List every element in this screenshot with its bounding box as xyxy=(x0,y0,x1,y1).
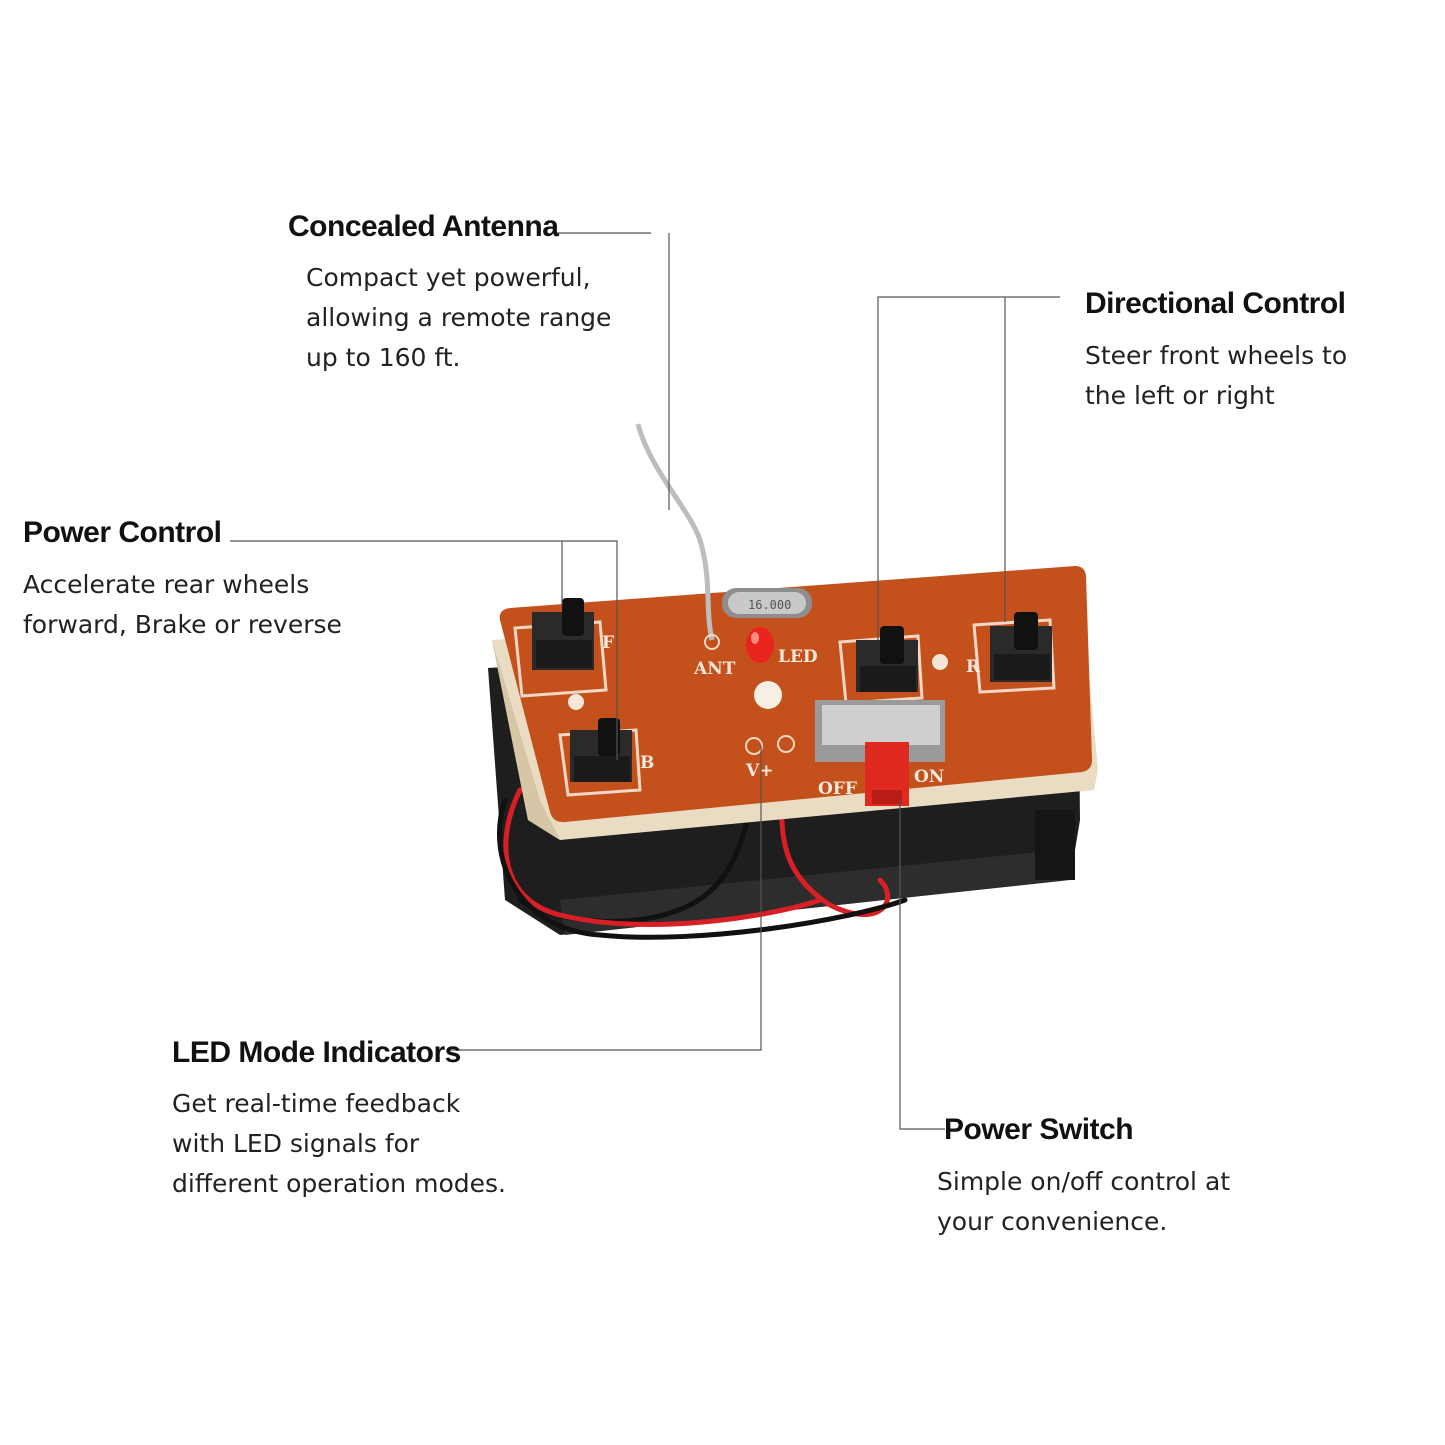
power-slide-switch xyxy=(815,700,945,806)
leader-power-control xyxy=(230,540,618,760)
push-button-r xyxy=(990,612,1052,682)
label-b: B xyxy=(640,753,654,773)
label-f: F xyxy=(602,633,614,653)
label-on: ON xyxy=(914,767,944,787)
antenna-title: Concealed Antenna xyxy=(288,210,559,243)
label-led: LED xyxy=(778,647,818,667)
mount-hole xyxy=(754,681,782,709)
led-indicator xyxy=(746,627,774,663)
push-button-left xyxy=(856,626,918,692)
leader-lines xyxy=(230,232,1060,1130)
leader-led xyxy=(450,745,762,1051)
directional-title: Directional Control xyxy=(1085,287,1346,320)
crystal-oscillator xyxy=(722,588,812,618)
antenna-description: Compact yet powerful, allowing a remote … xyxy=(306,263,612,372)
led-description: Get real-time feedback with LED signals … xyxy=(172,1089,506,1198)
directional-description: Steer front wheels to the left or right xyxy=(1085,341,1348,410)
leader-directional xyxy=(877,296,1060,640)
power-control-description: Accelerate rear wheels forward, Brake or… xyxy=(23,570,342,639)
mount-hole xyxy=(568,694,584,710)
antenna-wire xyxy=(635,423,715,641)
label-vplus: V+ xyxy=(745,761,773,781)
push-button-b xyxy=(570,718,632,782)
push-button-f xyxy=(532,598,594,670)
label-crystal: 16.000 xyxy=(748,598,791,612)
mount-hole xyxy=(932,654,948,670)
power-switch-description: Simple on/off control at your convenienc… xyxy=(937,1167,1231,1236)
label-r: R xyxy=(966,657,981,677)
led-title: LED Mode Indicators xyxy=(172,1036,461,1069)
leader-power-switch xyxy=(899,800,945,1130)
power-control-title: Power Control xyxy=(23,516,222,549)
label-off: OFF xyxy=(818,779,857,799)
power-switch-title: Power Switch xyxy=(944,1113,1134,1146)
label-ant: ANT xyxy=(693,659,736,679)
